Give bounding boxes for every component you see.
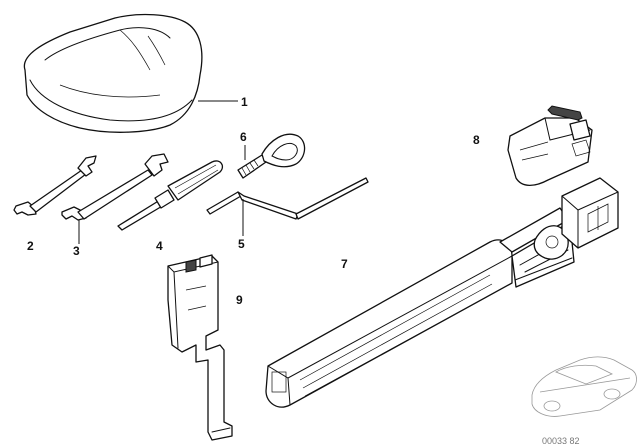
towing-eye-part[interactable]: [237, 133, 306, 179]
warning-triangle-part[interactable]: [265, 177, 619, 408]
callout-8: 8: [473, 133, 480, 147]
first-aid-holder-part[interactable]: [507, 105, 593, 187]
callout-5: 5: [238, 237, 245, 251]
callout-2: 2: [27, 239, 34, 253]
callout-3: 3: [73, 244, 80, 258]
screwdriver-part[interactable]: [117, 160, 224, 231]
holder-bracket-part[interactable]: [167, 254, 233, 441]
tool-bag-part[interactable]: [23, 13, 203, 133]
callout-4: 4: [156, 239, 163, 253]
hex-key-part[interactable]: [206, 177, 369, 220]
diagram-code: 00033 82: [542, 436, 580, 446]
callout-9: 9: [236, 293, 243, 307]
car-reference-thumbnail: [531, 356, 637, 417]
small-spanner-part[interactable]: [13, 155, 97, 216]
large-spanner-part[interactable]: [61, 153, 169, 221]
callout-1: 1: [241, 95, 248, 109]
callout-7: 7: [341, 257, 348, 271]
callout-6: 6: [240, 130, 247, 144]
